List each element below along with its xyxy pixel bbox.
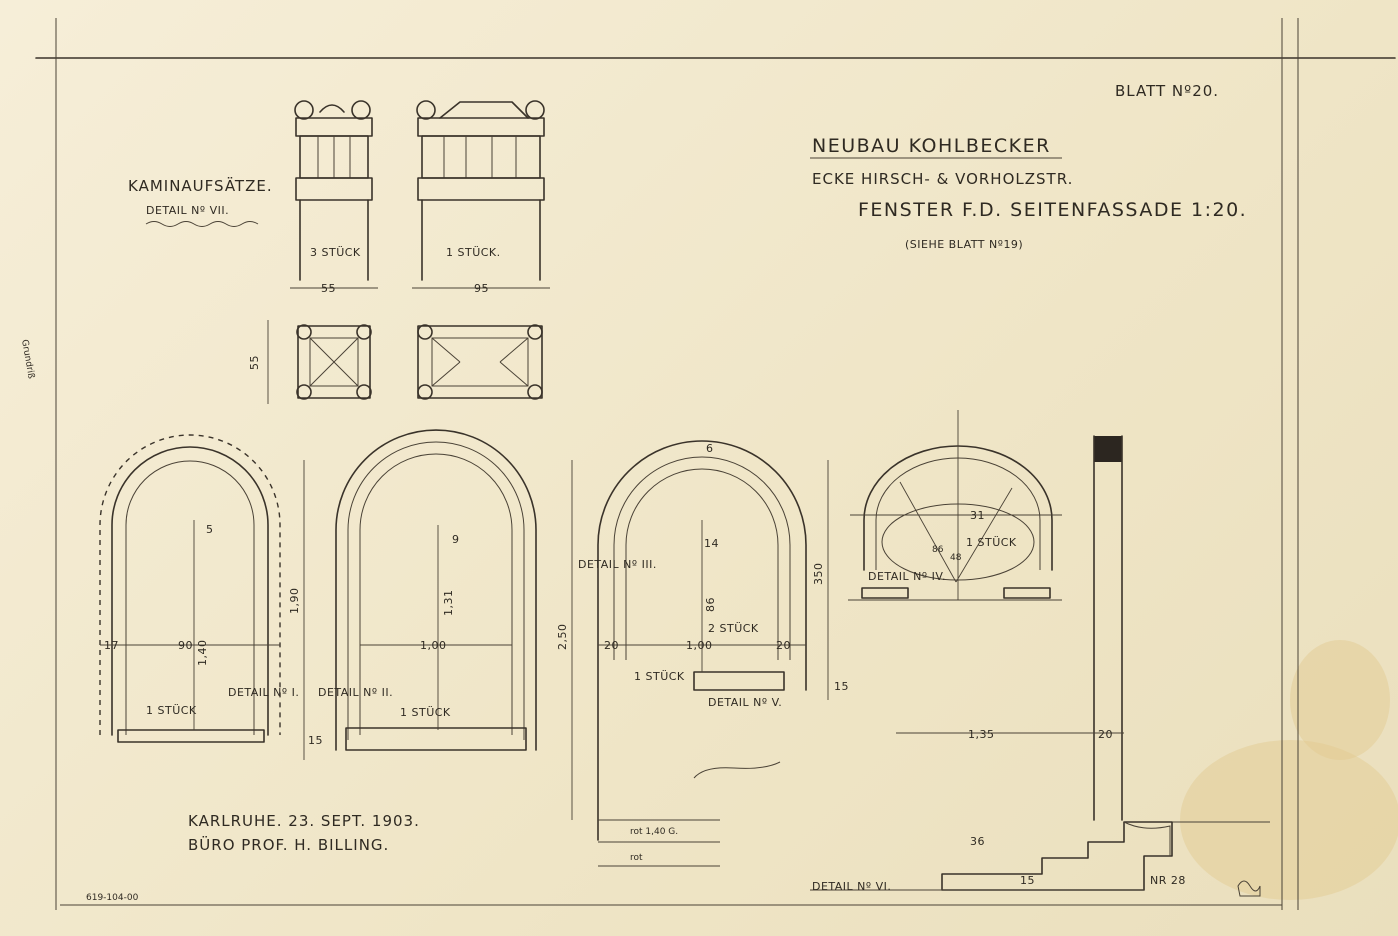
title-project: NEUBAU KOHLBECKER	[812, 135, 1051, 157]
chimney-title: KAMINAUFSÄTZE.	[128, 176, 273, 195]
chimney-a-plan	[296, 324, 372, 400]
window-3-count-2: 2 STÜCK	[708, 622, 759, 635]
chimney-b-width: 95	[474, 282, 489, 295]
window-1-side: 17	[104, 639, 119, 652]
section-dim-36: 36	[970, 835, 985, 848]
section-rot-1: rot 1,40 G.	[630, 827, 678, 837]
window-2-dim-9: 9	[452, 533, 460, 546]
window-3-detail-5: DETAIL Nº V.	[708, 696, 782, 709]
window-3	[571, 440, 807, 867]
archive-stamp: 619-104-00	[86, 893, 139, 903]
window-1-dim-5: 5	[206, 523, 214, 536]
window-3-detail-3: DETAIL Nº III.	[578, 558, 657, 571]
monogram	[1237, 880, 1261, 897]
section-width: 1,35	[968, 728, 995, 741]
window-4-dim-48: 48	[950, 553, 962, 563]
section-nr: NR 28	[1150, 874, 1186, 887]
section-detail-6: DETAIL Nº VI.	[812, 880, 891, 893]
window-3-dim-14: 14	[704, 537, 719, 550]
window-2	[303, 429, 537, 760]
window-2-height: 1,31	[442, 590, 455, 617]
window-3-dim-350: 350	[812, 563, 825, 586]
window-4-dim-31: 31	[970, 509, 985, 522]
chimney-b-elevation	[416, 100, 545, 281]
window-3-side-a: 20	[604, 639, 619, 652]
margin-note: Grundriß	[19, 339, 36, 380]
window-3-width: 1,00	[686, 639, 713, 652]
window-2-total-height: 1,90	[288, 588, 301, 615]
chimney-a-count: 3 STÜCK	[310, 246, 361, 259]
window-4	[848, 410, 1062, 601]
title-address: ECKE HIRSCH- & VORHOLZSTR.	[812, 170, 1073, 188]
window-4-dim-86: 86	[932, 545, 944, 555]
footer-place-date: KARLRUHE. 23. SEPT. 1903.	[188, 812, 420, 830]
window-4-count: 1 STÜCK	[966, 536, 1017, 549]
window-1	[99, 434, 281, 743]
window-2-sill: 15	[308, 734, 323, 747]
window-3-dim-15: 15	[834, 680, 849, 693]
chimney-b-count: 1 STÜCK.	[446, 246, 501, 259]
title-reference: (SIEHE BLATT Nº19)	[905, 238, 1023, 251]
window-2-detail: DETAIL Nº II.	[318, 686, 393, 699]
window-4-detail: DETAIL Nº IV.	[868, 570, 946, 583]
sheet-number: BLATT Nº20.	[1115, 82, 1219, 100]
wall-section	[810, 435, 1270, 891]
window-2-count: 1 STÜCK	[400, 706, 451, 719]
chimney-b-plan	[417, 324, 543, 400]
water-stain	[1290, 640, 1390, 760]
window-1-count: 1 STÜCK	[146, 704, 197, 717]
window-3-total-height: 2,50	[556, 624, 569, 651]
window-3-count: 1 STÜCK	[634, 670, 685, 683]
profile-curve	[693, 761, 781, 779]
window-3-dim-6: 6	[706, 442, 714, 455]
wavy-underline	[145, 221, 259, 227]
window-3-side-b: 20	[776, 639, 791, 652]
water-stain	[1180, 740, 1398, 900]
section-wall: 20	[1098, 728, 1113, 741]
section-rot-2: rot	[630, 853, 643, 863]
window-2-width: 1,00	[420, 639, 447, 652]
title-subject: FENSTER F.D. SEITENFASSADE 1:20.	[858, 199, 1247, 221]
chimney-a-height: 55	[248, 355, 261, 370]
window-3-height: 86	[704, 597, 717, 612]
footer-office: BÜRO PROF. H. BILLING.	[188, 835, 389, 854]
chimney-a-width: 55	[321, 282, 336, 295]
chimney-detail: DETAIL Nº VII.	[146, 204, 229, 217]
window-1-height: 1,40	[196, 640, 209, 667]
window-1-width: 90	[178, 639, 193, 652]
chimney-a-elevation	[294, 100, 373, 281]
section-dim-15: 15	[1020, 874, 1035, 887]
window-1-detail: DETAIL Nº I.	[228, 686, 299, 699]
